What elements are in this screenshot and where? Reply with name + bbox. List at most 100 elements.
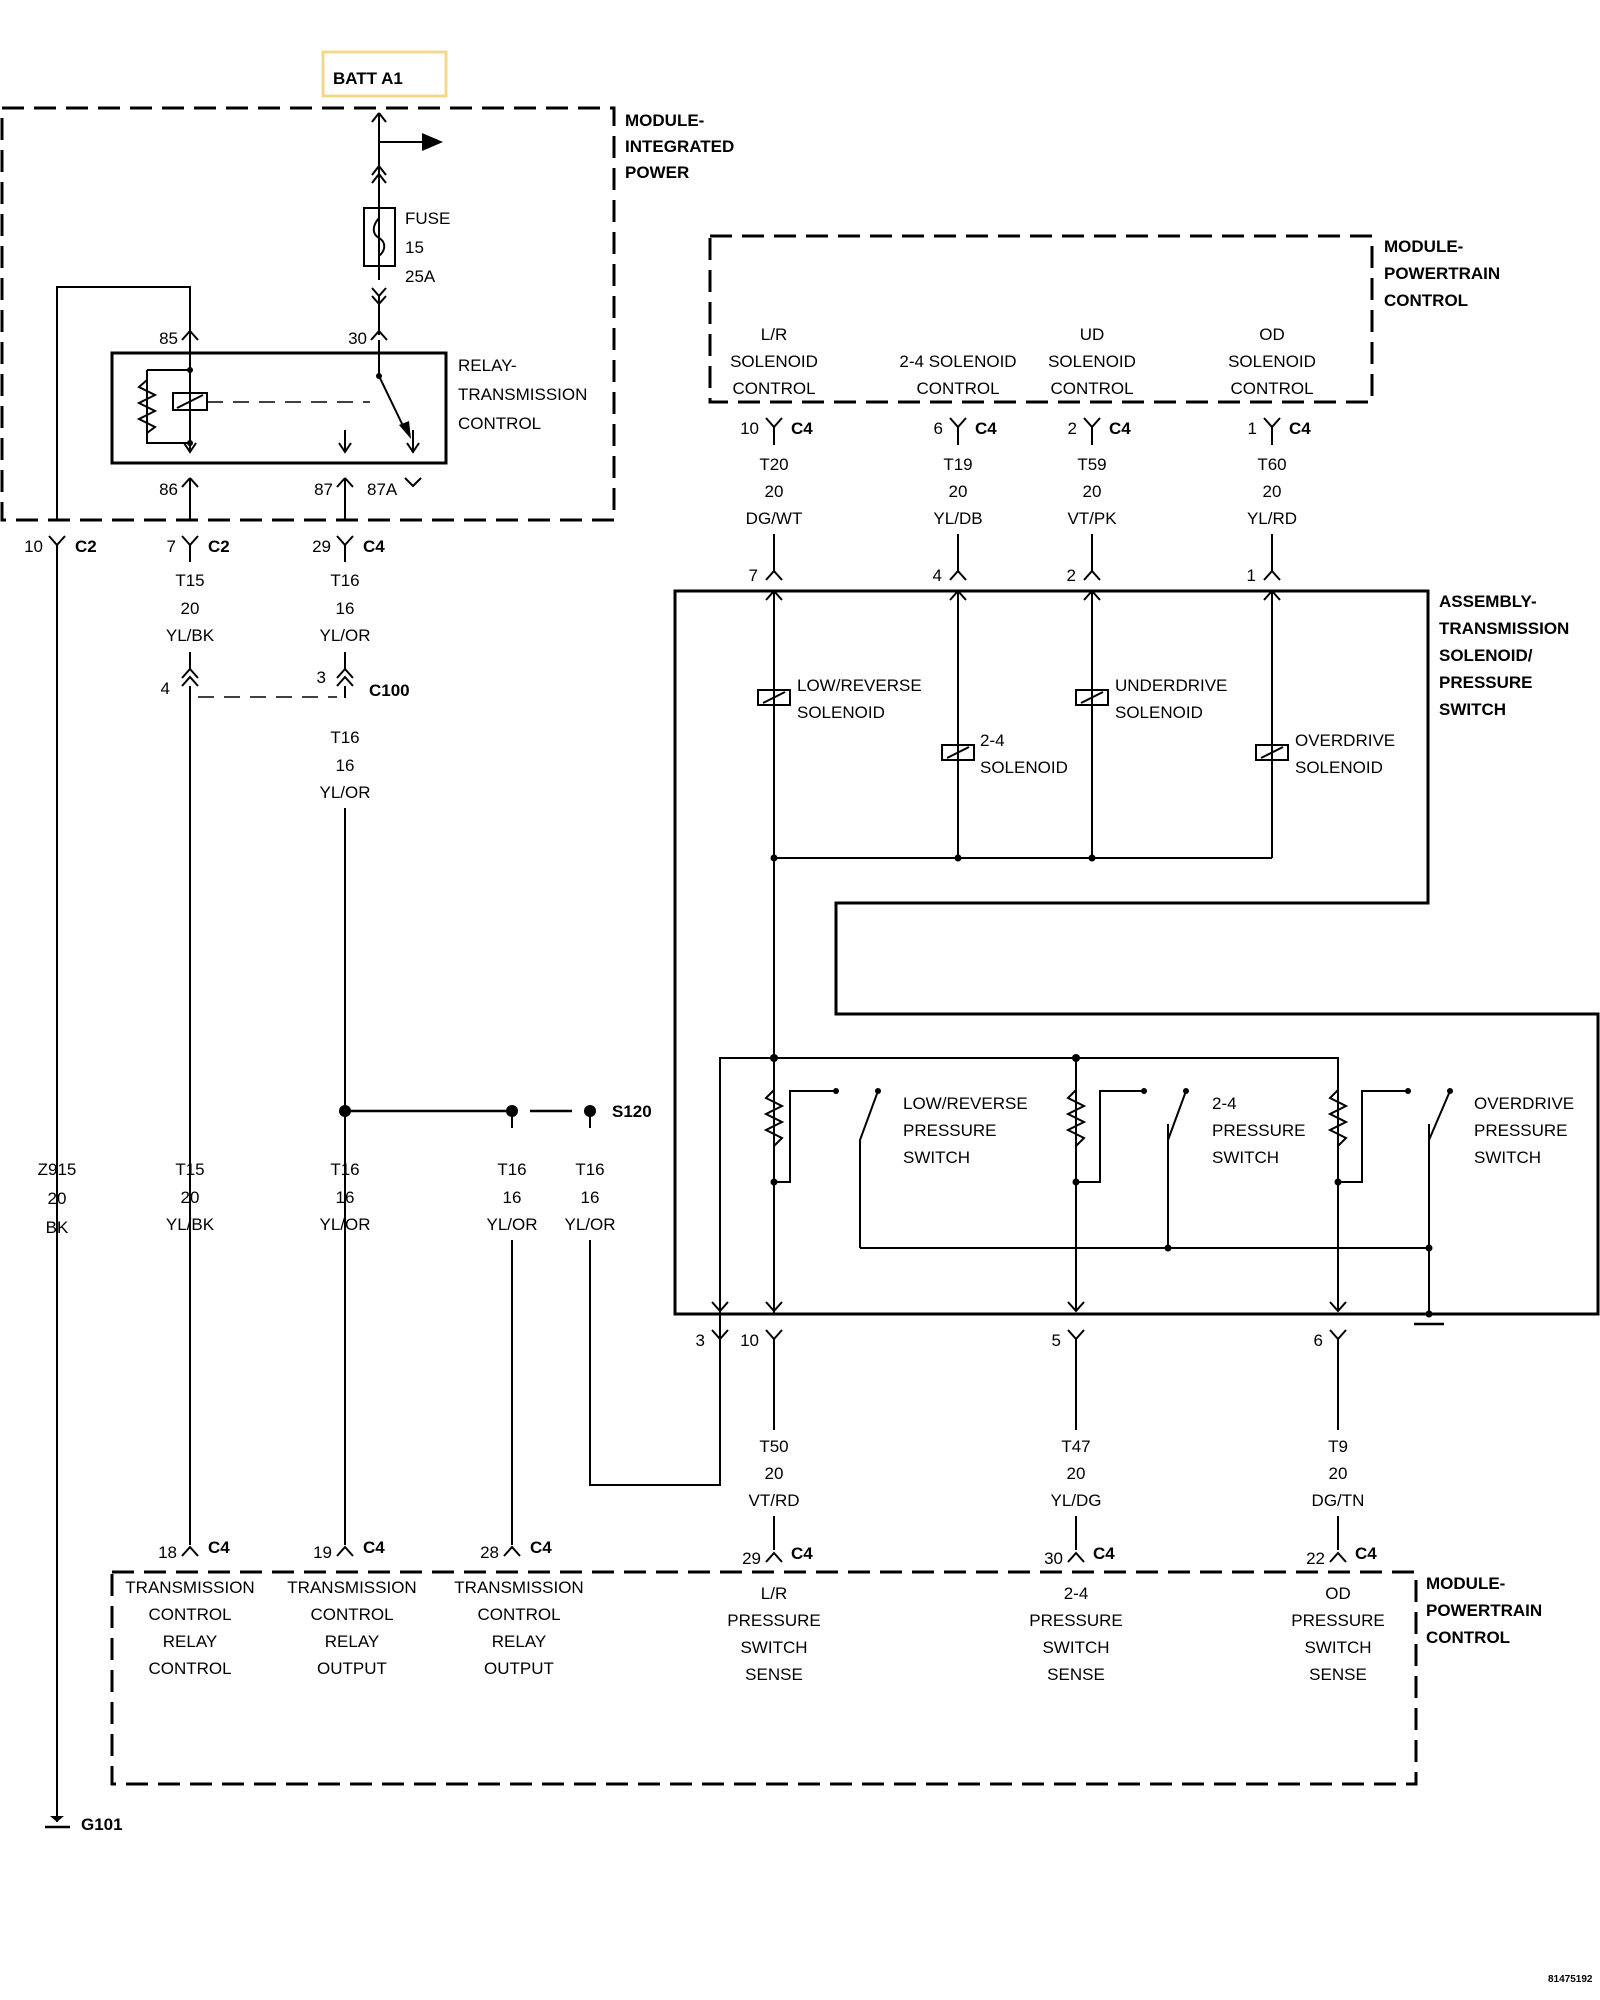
svg-text:VT/PK: VT/PK	[1067, 509, 1117, 528]
svg-text:C4: C4	[208, 1538, 230, 1557]
pressure-switch-2-4: 2-4 PRESSURE SWITCH	[1065, 1088, 1306, 1186]
svg-text:20: 20	[1067, 1464, 1086, 1483]
svg-text:BK: BK	[46, 1218, 69, 1237]
svg-text:C100: C100	[369, 681, 410, 700]
solenoid-2-4: 2-4 SOLENOID	[941, 731, 1068, 777]
svg-text:OVERDRIVE: OVERDRIVE	[1474, 1094, 1574, 1113]
solenoid-overdrive: OVERDRIVE SOLENOID	[1255, 731, 1395, 777]
svg-text:TRANSMISSION: TRANSMISSION	[454, 1578, 583, 1597]
lower-wire-z915: Z915 20 BK	[38, 1160, 77, 1237]
svg-text:PRESSURE: PRESSURE	[727, 1611, 821, 1630]
svg-text:DG/TN: DG/TN	[1312, 1491, 1365, 1510]
svg-text:C4: C4	[975, 419, 997, 438]
svg-text:PRESSURE: PRESSURE	[1439, 673, 1533, 692]
pcm-top-function-ud: UD SOLENOID CONTROL	[1048, 325, 1136, 398]
svg-text:TRANSMISSION: TRANSMISSION	[125, 1578, 254, 1597]
svg-text:CONTROL: CONTROL	[916, 379, 999, 398]
svg-text:4: 4	[161, 679, 170, 698]
svg-text:T16: T16	[330, 1160, 359, 1179]
svg-text:SWITCH: SWITCH	[1474, 1148, 1541, 1167]
top-connector-c4-1: 1 C4 T60 20 YL/RD	[1247, 417, 1311, 581]
svg-text:OUTPUT: OUTPUT	[484, 1659, 554, 1678]
svg-text:PRESSURE: PRESSURE	[1029, 1611, 1123, 1630]
svg-text:SENSE: SENSE	[1047, 1665, 1105, 1684]
assembly-bottom-connectors: 3 10 5 6	[696, 1329, 1347, 1485]
svg-text:T59: T59	[1077, 455, 1106, 474]
svg-text:SOLENOID/: SOLENOID/	[1439, 646, 1533, 665]
svg-text:18: 18	[158, 1543, 177, 1562]
svg-text:7: 7	[167, 537, 176, 556]
svg-text:POWERTRAIN: POWERTRAIN	[1384, 264, 1500, 283]
svg-text:PRESSURE: PRESSURE	[903, 1121, 997, 1140]
svg-text:20: 20	[765, 1464, 784, 1483]
svg-text:LOW/REVERSE: LOW/REVERSE	[797, 676, 922, 695]
svg-text:TRANSMISSION: TRANSMISSION	[287, 1578, 416, 1597]
svg-text:T9: T9	[1328, 1437, 1348, 1456]
svg-text:SOLENOID: SOLENOID	[980, 758, 1068, 777]
svg-text:20: 20	[1263, 482, 1282, 501]
svg-text:C2: C2	[208, 537, 230, 556]
svg-text:G101: G101	[81, 1815, 123, 1834]
splice-s120: S120	[339, 1102, 652, 1128]
svg-text:L/R: L/R	[761, 1584, 787, 1603]
svg-text:MODULE-: MODULE-	[1384, 237, 1463, 256]
svg-text:SOLENOID: SOLENOID	[1295, 758, 1383, 777]
svg-text:ASSEMBLY-: ASSEMBLY-	[1439, 592, 1537, 611]
svg-text:OD: OD	[1259, 325, 1285, 344]
top-connector-c4-6: 6 C4 T19 20 YL/DB	[933, 417, 997, 581]
sense-wire-t47: T47 20 YL/DG	[1050, 1437, 1102, 1550]
svg-text:T15: T15	[175, 1160, 204, 1179]
svg-text:C2: C2	[75, 537, 97, 556]
pressure-switch-overdrive: OVERDRIVE PRESSURE SWITCH	[1327, 1088, 1574, 1186]
svg-text:16: 16	[581, 1188, 600, 1207]
svg-text:22: 22	[1306, 1549, 1325, 1568]
svg-text:CONTROL: CONTROL	[1384, 291, 1468, 310]
svg-text:T16: T16	[575, 1160, 604, 1179]
pcm-bottom-function-relay-output-2: TRANSMISSION CONTROL RELAY OUTPUT	[454, 1578, 583, 1678]
fuse-label: FUSE	[405, 209, 450, 228]
svg-text:C4: C4	[363, 537, 385, 556]
relay-pin-87a: 87A	[367, 480, 398, 499]
pcm-top-label: MODULE- POWERTRAIN CONTROL	[1384, 237, 1500, 310]
top-connector-c4-10: 10 C4 T20 20 DG/WT	[740, 417, 813, 581]
svg-text:SENSE: SENSE	[745, 1665, 803, 1684]
svg-text:INTEGRATED: INTEGRATED	[625, 137, 734, 156]
svg-text:YL/RD: YL/RD	[1247, 509, 1297, 528]
relay-label-2: TRANSMISSION	[458, 385, 587, 404]
relay-label-3: CONTROL	[458, 414, 541, 433]
svg-text:DG/WT: DG/WT	[746, 509, 803, 528]
svg-text:C4: C4	[791, 1544, 813, 1563]
svg-text:20: 20	[1329, 1464, 1348, 1483]
svg-text:20: 20	[181, 599, 200, 618]
svg-text:POWER: POWER	[625, 163, 689, 182]
svg-text:16: 16	[336, 1188, 355, 1207]
svg-text:OD: OD	[1325, 1584, 1351, 1603]
svg-text:TRANSMISSION: TRANSMISSION	[1439, 619, 1569, 638]
relay-pin-30: 30	[348, 329, 367, 348]
svg-text:PRESSURE: PRESSURE	[1474, 1121, 1568, 1140]
svg-text:CONTROL: CONTROL	[310, 1605, 393, 1624]
pcm-bottom-function-lr-sense: L/R PRESSURE SWITCH SENSE	[727, 1584, 821, 1684]
connector-c100: 4 3 C100 T16 16 YL/OR	[161, 652, 410, 1545]
svg-text:PRESSURE: PRESSURE	[1212, 1121, 1306, 1140]
battery-feed: BATT A1	[321, 50, 448, 280]
svg-text:16: 16	[336, 599, 355, 618]
svg-text:RELAY: RELAY	[163, 1632, 218, 1651]
wire-t16-upper: T16 16 YL/OR	[319, 571, 370, 645]
svg-text:4: 4	[933, 566, 942, 585]
svg-text:UNDERDRIVE: UNDERDRIVE	[1115, 676, 1227, 695]
svg-text:RELAY: RELAY	[492, 1632, 547, 1651]
svg-text:LOW/REVERSE: LOW/REVERSE	[903, 1094, 1028, 1113]
svg-text:20: 20	[765, 482, 784, 501]
svg-text:C4: C4	[363, 1538, 385, 1557]
svg-text:3: 3	[317, 668, 326, 687]
pcm-top-function-lr: L/R SOLENOID CONTROL	[730, 325, 818, 398]
sense-wire-t50: T50 20 VT/RD	[749, 1437, 800, 1550]
svg-text:SWITCH: SWITCH	[1212, 1148, 1279, 1167]
assembly-top-pins: 7 4 2 1	[749, 566, 1256, 585]
svg-text:YL/OR: YL/OR	[564, 1215, 615, 1234]
pcm-bottom-function-od-sense: OD PRESSURE SWITCH SENSE	[1291, 1584, 1385, 1684]
lower-wire-t16-b: T16 16 YL/OR	[486, 1160, 537, 1234]
svg-text:MODULE-: MODULE-	[1426, 1574, 1505, 1593]
